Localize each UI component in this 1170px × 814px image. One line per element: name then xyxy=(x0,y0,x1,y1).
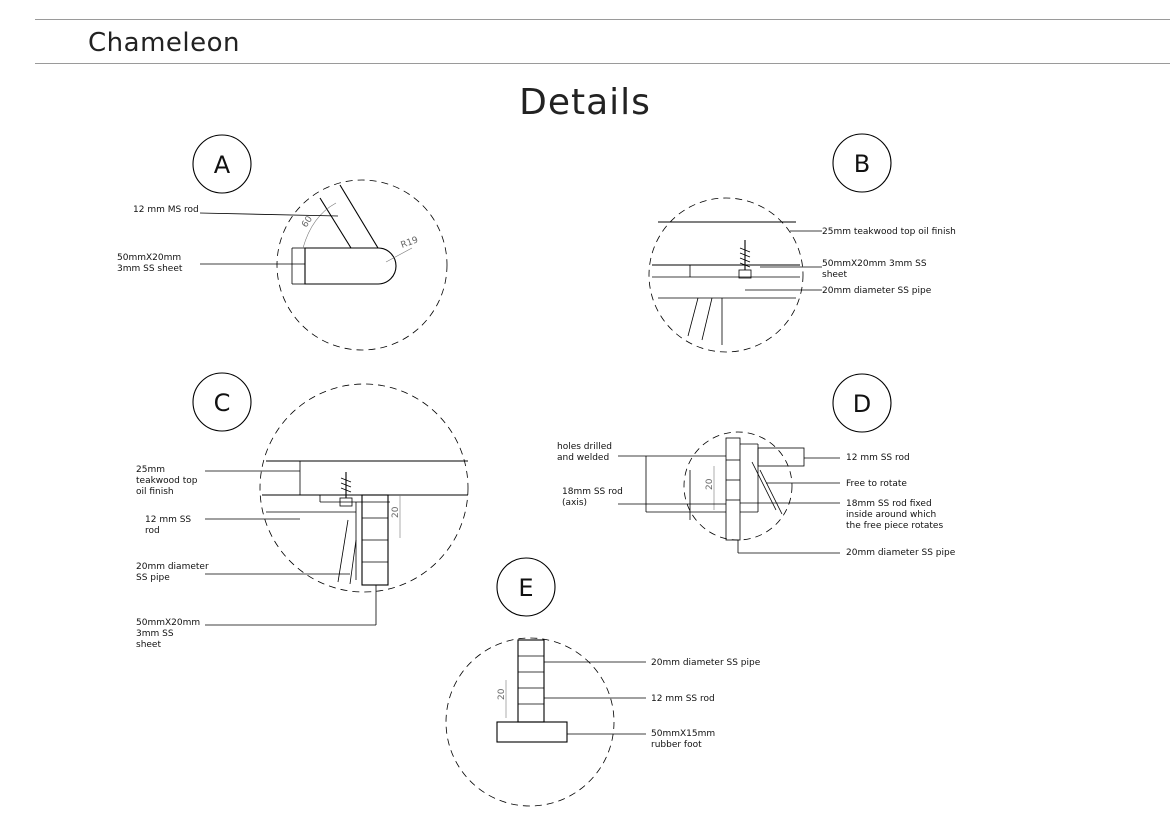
detail-e: E 20 20mm diameter SS pipe 12 mm SS rod … xyxy=(445,557,761,807)
detail-e-badge: E xyxy=(518,574,533,602)
detail-c-badge: C xyxy=(214,389,231,417)
detail-e-label-foot-1: 50mmX15mm xyxy=(651,729,715,739)
detail-a-label-sheet-2: 3mm SS sheet xyxy=(117,264,183,274)
detail-a-radius-leader xyxy=(385,247,413,263)
detail-d: D 20 h xyxy=(557,373,956,558)
detail-e-badge-circle xyxy=(496,557,556,617)
detail-c-label-teak-3: oil finish xyxy=(136,487,174,497)
detail-a-leader-rod xyxy=(199,212,339,217)
header-top-rule xyxy=(35,19,1170,20)
detail-e-label-pipe: 20mm diameter SS pipe xyxy=(651,658,761,668)
detail-c-callout-circle xyxy=(259,383,469,593)
detail-b-screw-thread xyxy=(739,247,751,268)
detail-a-ss-sheet xyxy=(304,247,397,285)
detail-d-diag2 xyxy=(759,469,783,515)
detail-a: A 60 R19 12 mm MS rod 50mmX20mm 3mm SS s… xyxy=(117,134,448,351)
detail-c-diag1 xyxy=(337,519,349,583)
detail-d-label-axis-2: (axis) xyxy=(562,498,587,508)
detail-b-label-pipe: 20mm diameter SS pipe xyxy=(822,286,932,296)
detail-d-pipe xyxy=(725,437,741,541)
detail-d-diag1 xyxy=(751,461,777,511)
detail-d-label-holes-1: holes drilled xyxy=(557,442,612,452)
detail-a-badge: A xyxy=(214,151,231,179)
project-title: Chameleon xyxy=(88,28,240,58)
header-bottom-rule xyxy=(35,63,1170,64)
detail-d-label-rotate: Free to rotate xyxy=(846,479,907,489)
detail-e-rubber-foot xyxy=(496,721,568,743)
detail-d-rod xyxy=(757,447,805,467)
detail-c-label-teak-2: teakwood top xyxy=(136,476,198,486)
detail-c-label-sheet-2: 3mm SS xyxy=(136,629,174,639)
detail-b-badge: B xyxy=(854,150,870,178)
detail-b-label-teak: 25mm teakwood top oil finish xyxy=(822,227,956,237)
detail-d-label-axis-1: 18mm SS rod xyxy=(562,487,623,497)
detail-d-dim-20: 20 xyxy=(705,478,715,490)
detail-c-label-sheet-1: 50mmX20mm xyxy=(136,618,200,628)
detail-a-dim-r19: R19 xyxy=(400,235,420,251)
detail-a-ms-rod-edge1 xyxy=(339,184,379,249)
detail-d-label-rod: 12 mm SS rod xyxy=(846,453,910,463)
detail-d-label-pipe: 20mm diameter SS pipe xyxy=(846,548,956,558)
detail-d-badge: D xyxy=(853,390,871,418)
detail-b-label-sheet-2: sheet xyxy=(822,270,847,280)
detail-c-dim-20: 20 xyxy=(391,506,401,518)
detail-a-label-ms-rod: 12 mm MS rod xyxy=(133,205,199,215)
detail-c-label-rod-1: 12 mm SS xyxy=(145,515,191,525)
detail-a-angle-arc xyxy=(302,202,337,249)
detail-b: B 25mm teakwood top oil finish 50mmX20mm… xyxy=(648,133,956,353)
detail-a-badge-circle xyxy=(192,134,252,194)
detail-d-label-fixed-3: the free piece rotates xyxy=(846,521,943,531)
detail-b-pipe-leg2 xyxy=(701,297,713,341)
detail-d-label-fixed-2: inside around which xyxy=(846,510,936,520)
detail-b-screw-head xyxy=(738,269,752,279)
page-title: Details xyxy=(519,82,651,123)
detail-b-label-sheet-1: 50mmX20mm 3mm SS xyxy=(822,259,927,269)
detail-e-dim-20: 20 xyxy=(497,688,507,700)
detail-c-diag2 xyxy=(349,539,357,585)
detail-e-label-foot-2: rubber foot xyxy=(651,740,702,750)
detail-b-pipe-leg1 xyxy=(687,297,699,337)
detail-c-badge-circle xyxy=(192,372,252,432)
detail-a-label-sheet-1: 50mmX20mm xyxy=(117,253,181,263)
detail-e-pipe xyxy=(517,639,545,723)
detail-e-callout-circle xyxy=(445,637,615,807)
detail-c-label-pipe-1: 20mm diameter xyxy=(136,562,209,572)
detail-d-badge-circle xyxy=(832,373,892,433)
detail-c-label-pipe-2: SS pipe xyxy=(136,573,170,583)
detail-c-screw-thread xyxy=(340,477,352,493)
detail-d-label-fixed-1: 18mm SS rod fixed xyxy=(846,499,932,509)
detail-c-label-rod-2: rod xyxy=(145,526,160,536)
detail-c-label-sheet-3: sheet xyxy=(136,640,161,650)
detail-c-screw-head xyxy=(339,497,353,507)
detail-d-label-holes-2: and welded xyxy=(557,453,609,463)
detail-c: C 20 xyxy=(136,372,469,650)
detail-e-label-rod: 12 mm SS rod xyxy=(651,694,715,704)
detail-b-callout-circle xyxy=(648,197,804,353)
detail-a-callout-circle xyxy=(276,179,448,351)
detail-a-ms-rod-edge2 xyxy=(319,197,352,249)
detail-a-dim-60: 60 xyxy=(300,214,315,229)
detail-b-badge-circle xyxy=(832,133,892,193)
detail-c-label-teak-1: 25mm xyxy=(136,465,165,475)
